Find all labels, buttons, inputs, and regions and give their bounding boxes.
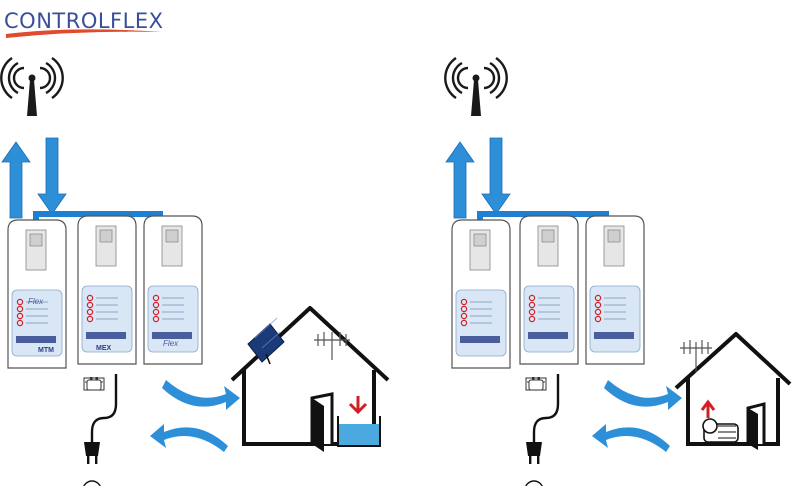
system-diagram: Flex MTM MEX Flex bbox=[0, 56, 792, 486]
up-down-arrows-icon bbox=[1, 137, 67, 219]
up-down-arrows-icon-2 bbox=[445, 137, 511, 219]
logo-text: CONTROLFLEX bbox=[4, 9, 163, 33]
module-right-2 bbox=[585, 215, 645, 365]
house-icon bbox=[230, 306, 390, 452]
power-plug-icon-2 bbox=[523, 372, 560, 486]
curved-arrows-icon bbox=[150, 380, 240, 452]
module-center-caption: MEX bbox=[96, 345, 112, 352]
antenna-tower-icon bbox=[0, 56, 64, 118]
module-left-2 bbox=[451, 219, 511, 369]
module-left-caption: MTM bbox=[38, 347, 54, 354]
power-plug-icon bbox=[81, 372, 118, 486]
logo-swoosh-icon bbox=[6, 29, 162, 38]
roof-antenna-icon-2 bbox=[680, 340, 712, 372]
water-tank-icon bbox=[337, 396, 381, 447]
house-icon-2 bbox=[674, 332, 792, 450]
curved-arrows-icon-2 bbox=[592, 380, 682, 452]
roof-antenna-icon bbox=[314, 332, 350, 360]
controlflex-logo: CONTROLFLEX bbox=[4, 9, 163, 38]
pump-scenario bbox=[444, 56, 792, 486]
module-center-2 bbox=[519, 215, 579, 365]
antenna-tower-icon-2 bbox=[444, 56, 508, 118]
module-left bbox=[7, 219, 67, 369]
solar-panel-icon bbox=[247, 317, 285, 365]
module-right-caption: Flex bbox=[163, 339, 179, 348]
pump-icon bbox=[700, 399, 742, 446]
water-tank-scenario: Flex MTM MEX Flex bbox=[0, 56, 390, 486]
module-brand-label: Flex bbox=[28, 297, 44, 306]
module-center bbox=[77, 215, 137, 365]
